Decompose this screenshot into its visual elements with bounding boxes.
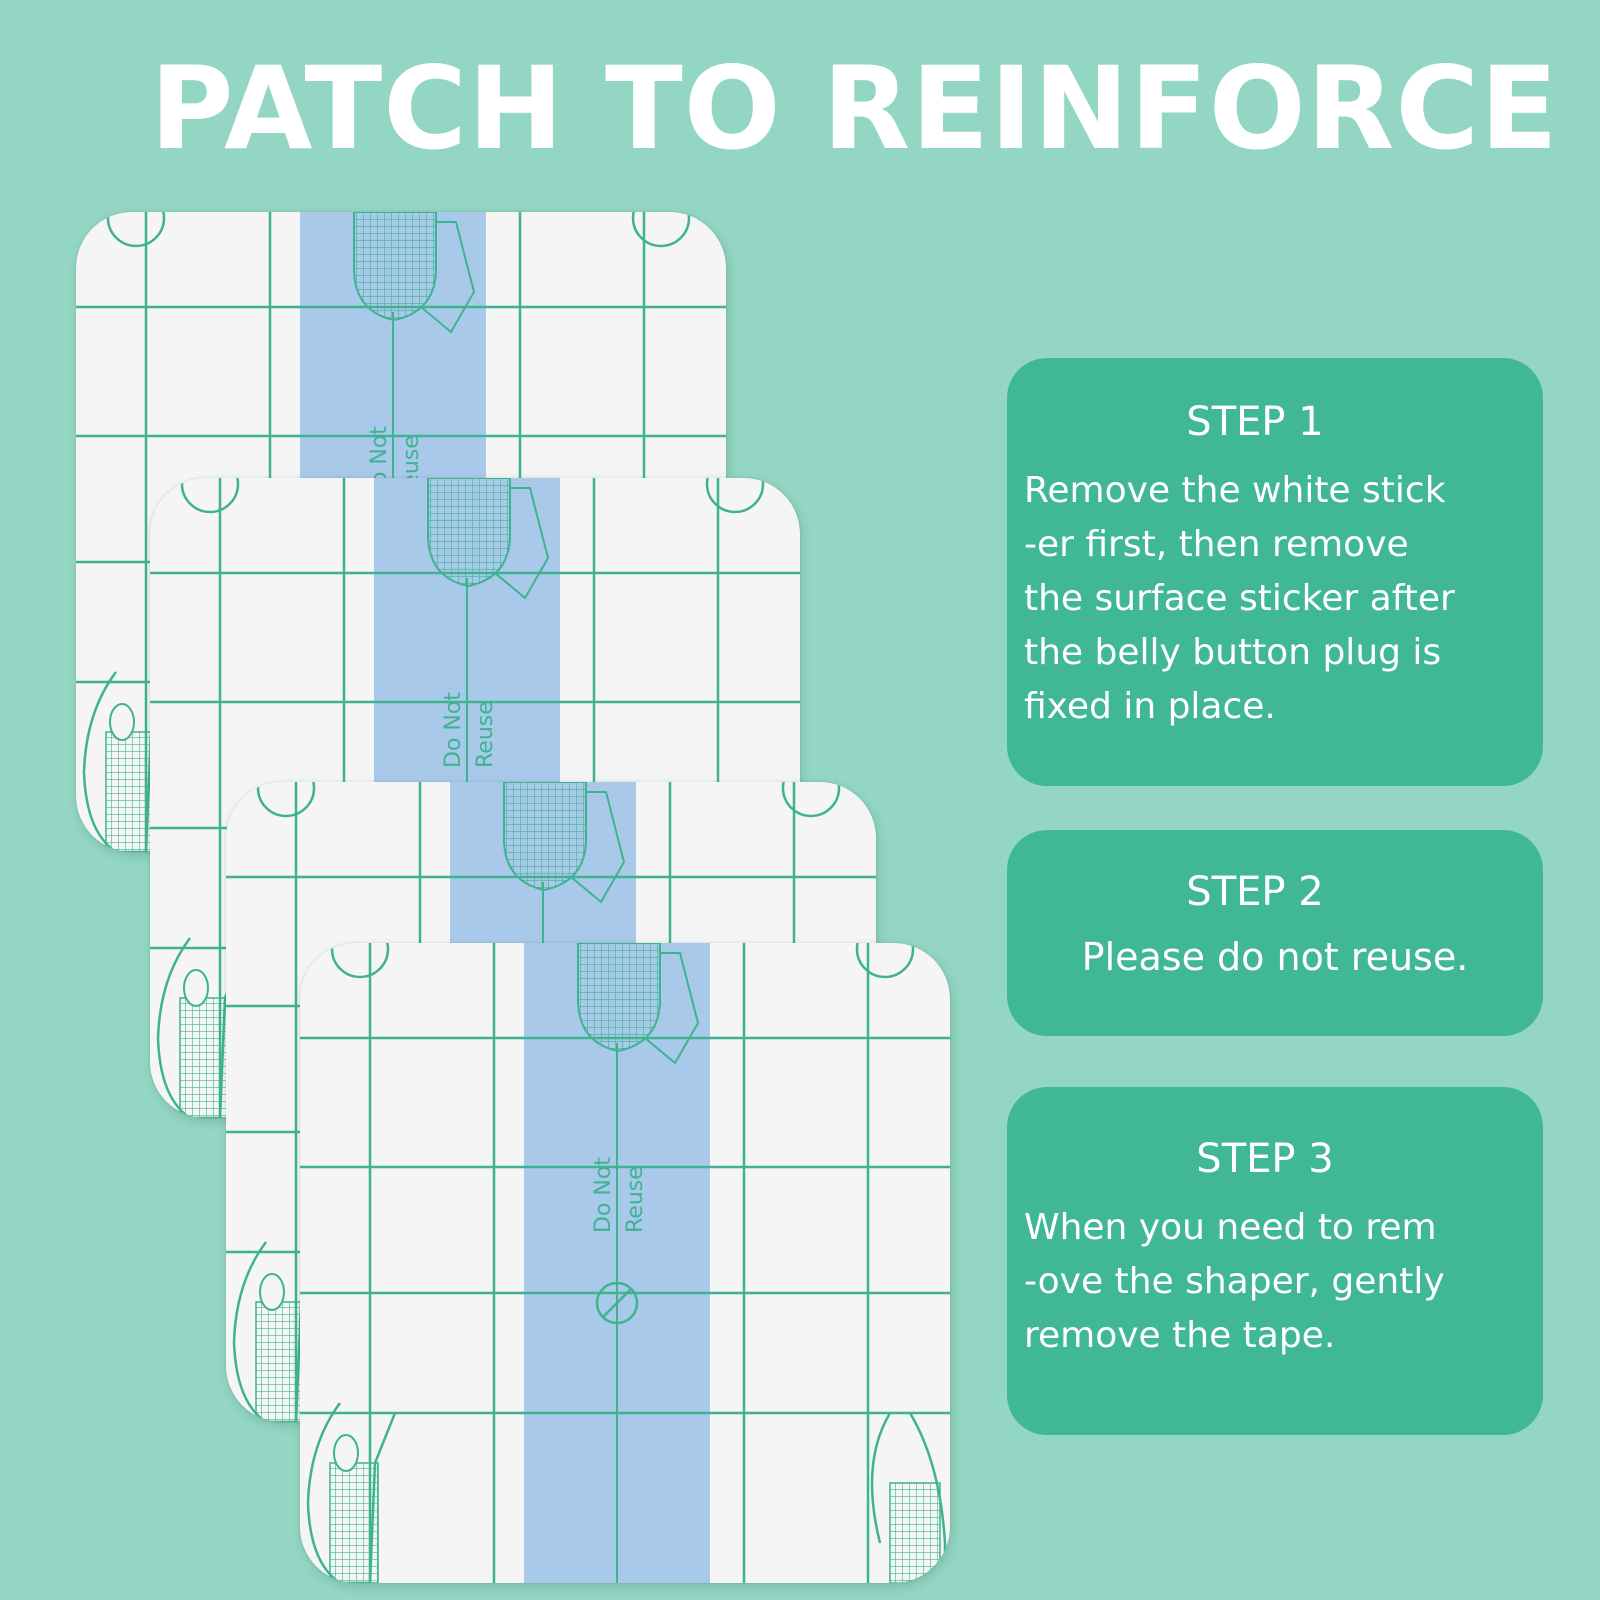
corner-mark-icon <box>180 478 240 514</box>
strip-label-line2: Reuse <box>473 701 498 768</box>
strip-label-line1: Do Not <box>441 692 466 768</box>
hand-mesh <box>255 1301 305 1422</box>
corner-mark-icon <box>705 478 765 514</box>
tab-outline <box>420 221 476 334</box>
hand-outline-icon <box>870 1412 947 1583</box>
step-card-1: STEP 1 Remove the white stick -er first,… <box>1007 358 1543 786</box>
corner-mark-icon <box>256 782 316 818</box>
do-not-reuse-icon <box>595 1281 639 1325</box>
tab-outline <box>644 952 700 1065</box>
tab-outline <box>570 791 626 904</box>
page-title: PATCH TO REINFORCE <box>150 42 1559 175</box>
patch-illustration: Do Not Reuse <box>300 943 950 1583</box>
hand-mesh <box>329 1462 379 1583</box>
corner-mark-icon <box>106 212 166 248</box>
hand-mesh <box>105 731 155 852</box>
mesh-tab <box>503 782 587 892</box>
mesh-tab <box>577 943 661 1053</box>
thumb-icon <box>183 969 209 1007</box>
step-title: STEP 2 <box>1186 869 1324 915</box>
step-card-3: STEP 3 When you need to rem -ove the sha… <box>1007 1087 1543 1435</box>
corner-mark-icon <box>855 943 915 979</box>
step-text: Remove the white stick -er first, then r… <box>1024 470 1455 727</box>
corner-mark-icon <box>631 212 691 248</box>
step-card-2: STEP 2 Please do not reuse. <box>1007 830 1543 1036</box>
thumb-icon <box>259 1273 285 1311</box>
hand-mesh <box>889 1482 941 1583</box>
corner-mark-icon <box>330 943 390 979</box>
mesh-tab <box>427 478 511 588</box>
do-not-reuse-slash <box>602 1288 632 1318</box>
thumb-icon <box>109 703 135 741</box>
thumb-icon <box>333 1434 359 1472</box>
step-title: STEP 1 <box>1186 399 1324 445</box>
patch-artwork: Do Not Reuse <box>300 943 950 1583</box>
mesh-tab <box>353 212 437 322</box>
step-title: STEP 3 <box>1196 1136 1334 1182</box>
corner-mark-icon <box>781 782 841 818</box>
step-text: Please do not reuse. <box>1081 935 1469 979</box>
strip-label-line2: Reuse <box>623 1166 648 1233</box>
tab-outline <box>494 487 550 600</box>
step-text: When you need to rem -ove the shaper, ge… <box>1024 1207 1445 1356</box>
patch-image: Do Not Reuse <box>300 943 950 1583</box>
strip-label-line1: Do Not <box>591 1157 616 1233</box>
hand-mesh <box>179 997 229 1118</box>
